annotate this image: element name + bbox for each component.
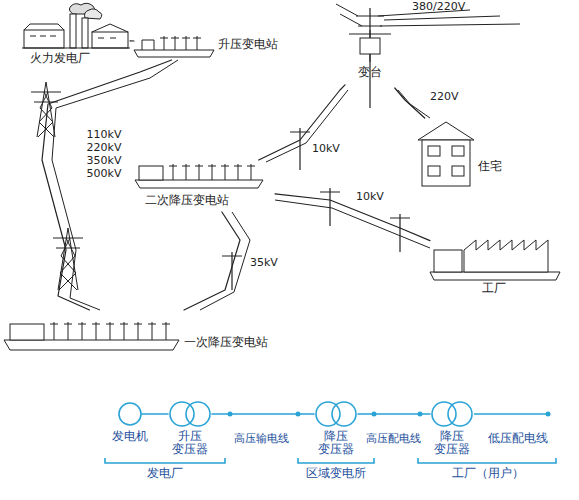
- power-plant-part: [92, 32, 128, 48]
- conductor-line: [398, 90, 430, 118]
- junction-dot: [546, 412, 551, 417]
- power-line: [395, 88, 425, 118]
- pole-transformer: 变台: [345, 30, 395, 88]
- tower-frame: [53, 228, 83, 290]
- node-label: 降压 变压器: [432, 430, 472, 456]
- annotation-label: 380/220V: [412, 0, 465, 13]
- transformer-symbol: 降压 变压器: [430, 400, 474, 428]
- power-plant: 火力发电厂: [22, 6, 130, 70]
- line-label: 35kV: [250, 256, 278, 269]
- power-line: [184, 212, 240, 310]
- pole-transformer-part: [360, 38, 380, 54]
- pole: [222, 252, 242, 290]
- annotation-label: 发电厂: [147, 467, 183, 480]
- tower-frame: [31, 82, 61, 137]
- house-part: [428, 146, 440, 156]
- transformer-symbol-part: [448, 402, 472, 426]
- power-line: [275, 194, 430, 241]
- substation: 升压变电站: [134, 30, 288, 60]
- power-plant-part: [92, 24, 128, 32]
- node-label: 升压变电站: [218, 38, 278, 51]
- group-bracket: [418, 458, 556, 463]
- transformer-symbol: 升压 变压器: [168, 400, 212, 428]
- line-label: 高压输电线: [234, 432, 289, 445]
- power-plant-part: [82, 18, 88, 48]
- transformer-symbol-art: [430, 400, 474, 428]
- line-label: 10kV: [312, 142, 340, 155]
- factory-part: [430, 272, 560, 280]
- substation-part: [169, 164, 255, 180]
- power-line: [142, 413, 168, 415]
- power-line: [212, 413, 314, 415]
- power-plant-part: [22, 36, 130, 48]
- pole: [320, 188, 340, 226]
- annotation-label: 工厂（用户）: [452, 467, 524, 480]
- house: 住宅: [418, 118, 508, 188]
- service-line: [336, 4, 362, 26]
- line-label: 高压配电线: [366, 432, 421, 445]
- node-label: 工厂: [482, 282, 506, 295]
- node-label: 降压 变压器: [316, 430, 356, 456]
- power-plant-part: [24, 24, 64, 30]
- transformer-symbol-art: [168, 400, 212, 428]
- house-part: [452, 146, 464, 156]
- low-voltage-line: [474, 413, 548, 415]
- factory-part: [434, 250, 462, 272]
- node-label: 发电机: [112, 430, 148, 443]
- node-label: 住宅: [478, 160, 502, 173]
- generator-symbol-part: [119, 403, 141, 425]
- house-part: [428, 166, 440, 176]
- pole: [390, 214, 410, 252]
- power-line: [130, 40, 134, 41]
- substation: 一次降压变电站: [4, 310, 274, 354]
- substation-part: [134, 50, 214, 57]
- node-label: 二次降压变电站: [145, 194, 229, 207]
- group-bracket: [105, 458, 225, 463]
- house-part: [452, 166, 464, 176]
- group-bracket: [298, 458, 374, 463]
- annotation-label: 低压配电线: [488, 432, 548, 445]
- line-label: 110kV 220kV 350kV 500kV: [84, 128, 124, 180]
- pole-transformer-art: [345, 30, 395, 88]
- substation-part: [139, 166, 163, 180]
- substation-part: [50, 322, 170, 340]
- power-line: [358, 413, 430, 415]
- extra-conductors: [52, 60, 430, 310]
- node-label: 变台: [358, 66, 382, 79]
- conductor-line: [266, 90, 348, 162]
- factory: 工厂: [430, 236, 560, 300]
- substation: 二次降压变电站: [135, 160, 275, 212]
- power-plant-part: [24, 30, 64, 48]
- annotation-label: 区域变电所: [306, 467, 366, 480]
- lattice-tower: [31, 82, 61, 137]
- house-part: [418, 122, 474, 140]
- substation-part: [4, 340, 179, 350]
- power-line: [259, 85, 345, 160]
- generator-symbol-art: [118, 402, 142, 426]
- node-label: 升压 变压器: [170, 430, 210, 456]
- transformer-symbol-part: [186, 402, 210, 426]
- power-plant-part: [85, 9, 102, 19]
- factory-part: [464, 240, 548, 272]
- substation-part: [142, 36, 201, 50]
- house-part: [422, 140, 470, 186]
- node-label: 一次降压变电站: [184, 336, 268, 349]
- conductor-line: [275, 200, 430, 248]
- line-label: 220V: [430, 90, 459, 103]
- pole-transformer-part: [349, 30, 391, 62]
- node-label: 火力发电厂: [30, 52, 90, 65]
- conductor-line: [200, 212, 250, 310]
- transformer-symbol-art: [314, 400, 358, 428]
- house-art: [418, 118, 508, 188]
- substation-part: [135, 180, 263, 188]
- lattice-tower: [53, 228, 83, 290]
- power-plant-part: [70, 14, 76, 48]
- transformer-symbol-part: [332, 402, 356, 426]
- transformer-symbol: 降压 变压器: [314, 400, 358, 428]
- substation-part: [10, 324, 44, 340]
- line-label: 10kV: [356, 190, 384, 203]
- generator-symbol: 发电机: [118, 402, 142, 426]
- pole: [290, 128, 310, 170]
